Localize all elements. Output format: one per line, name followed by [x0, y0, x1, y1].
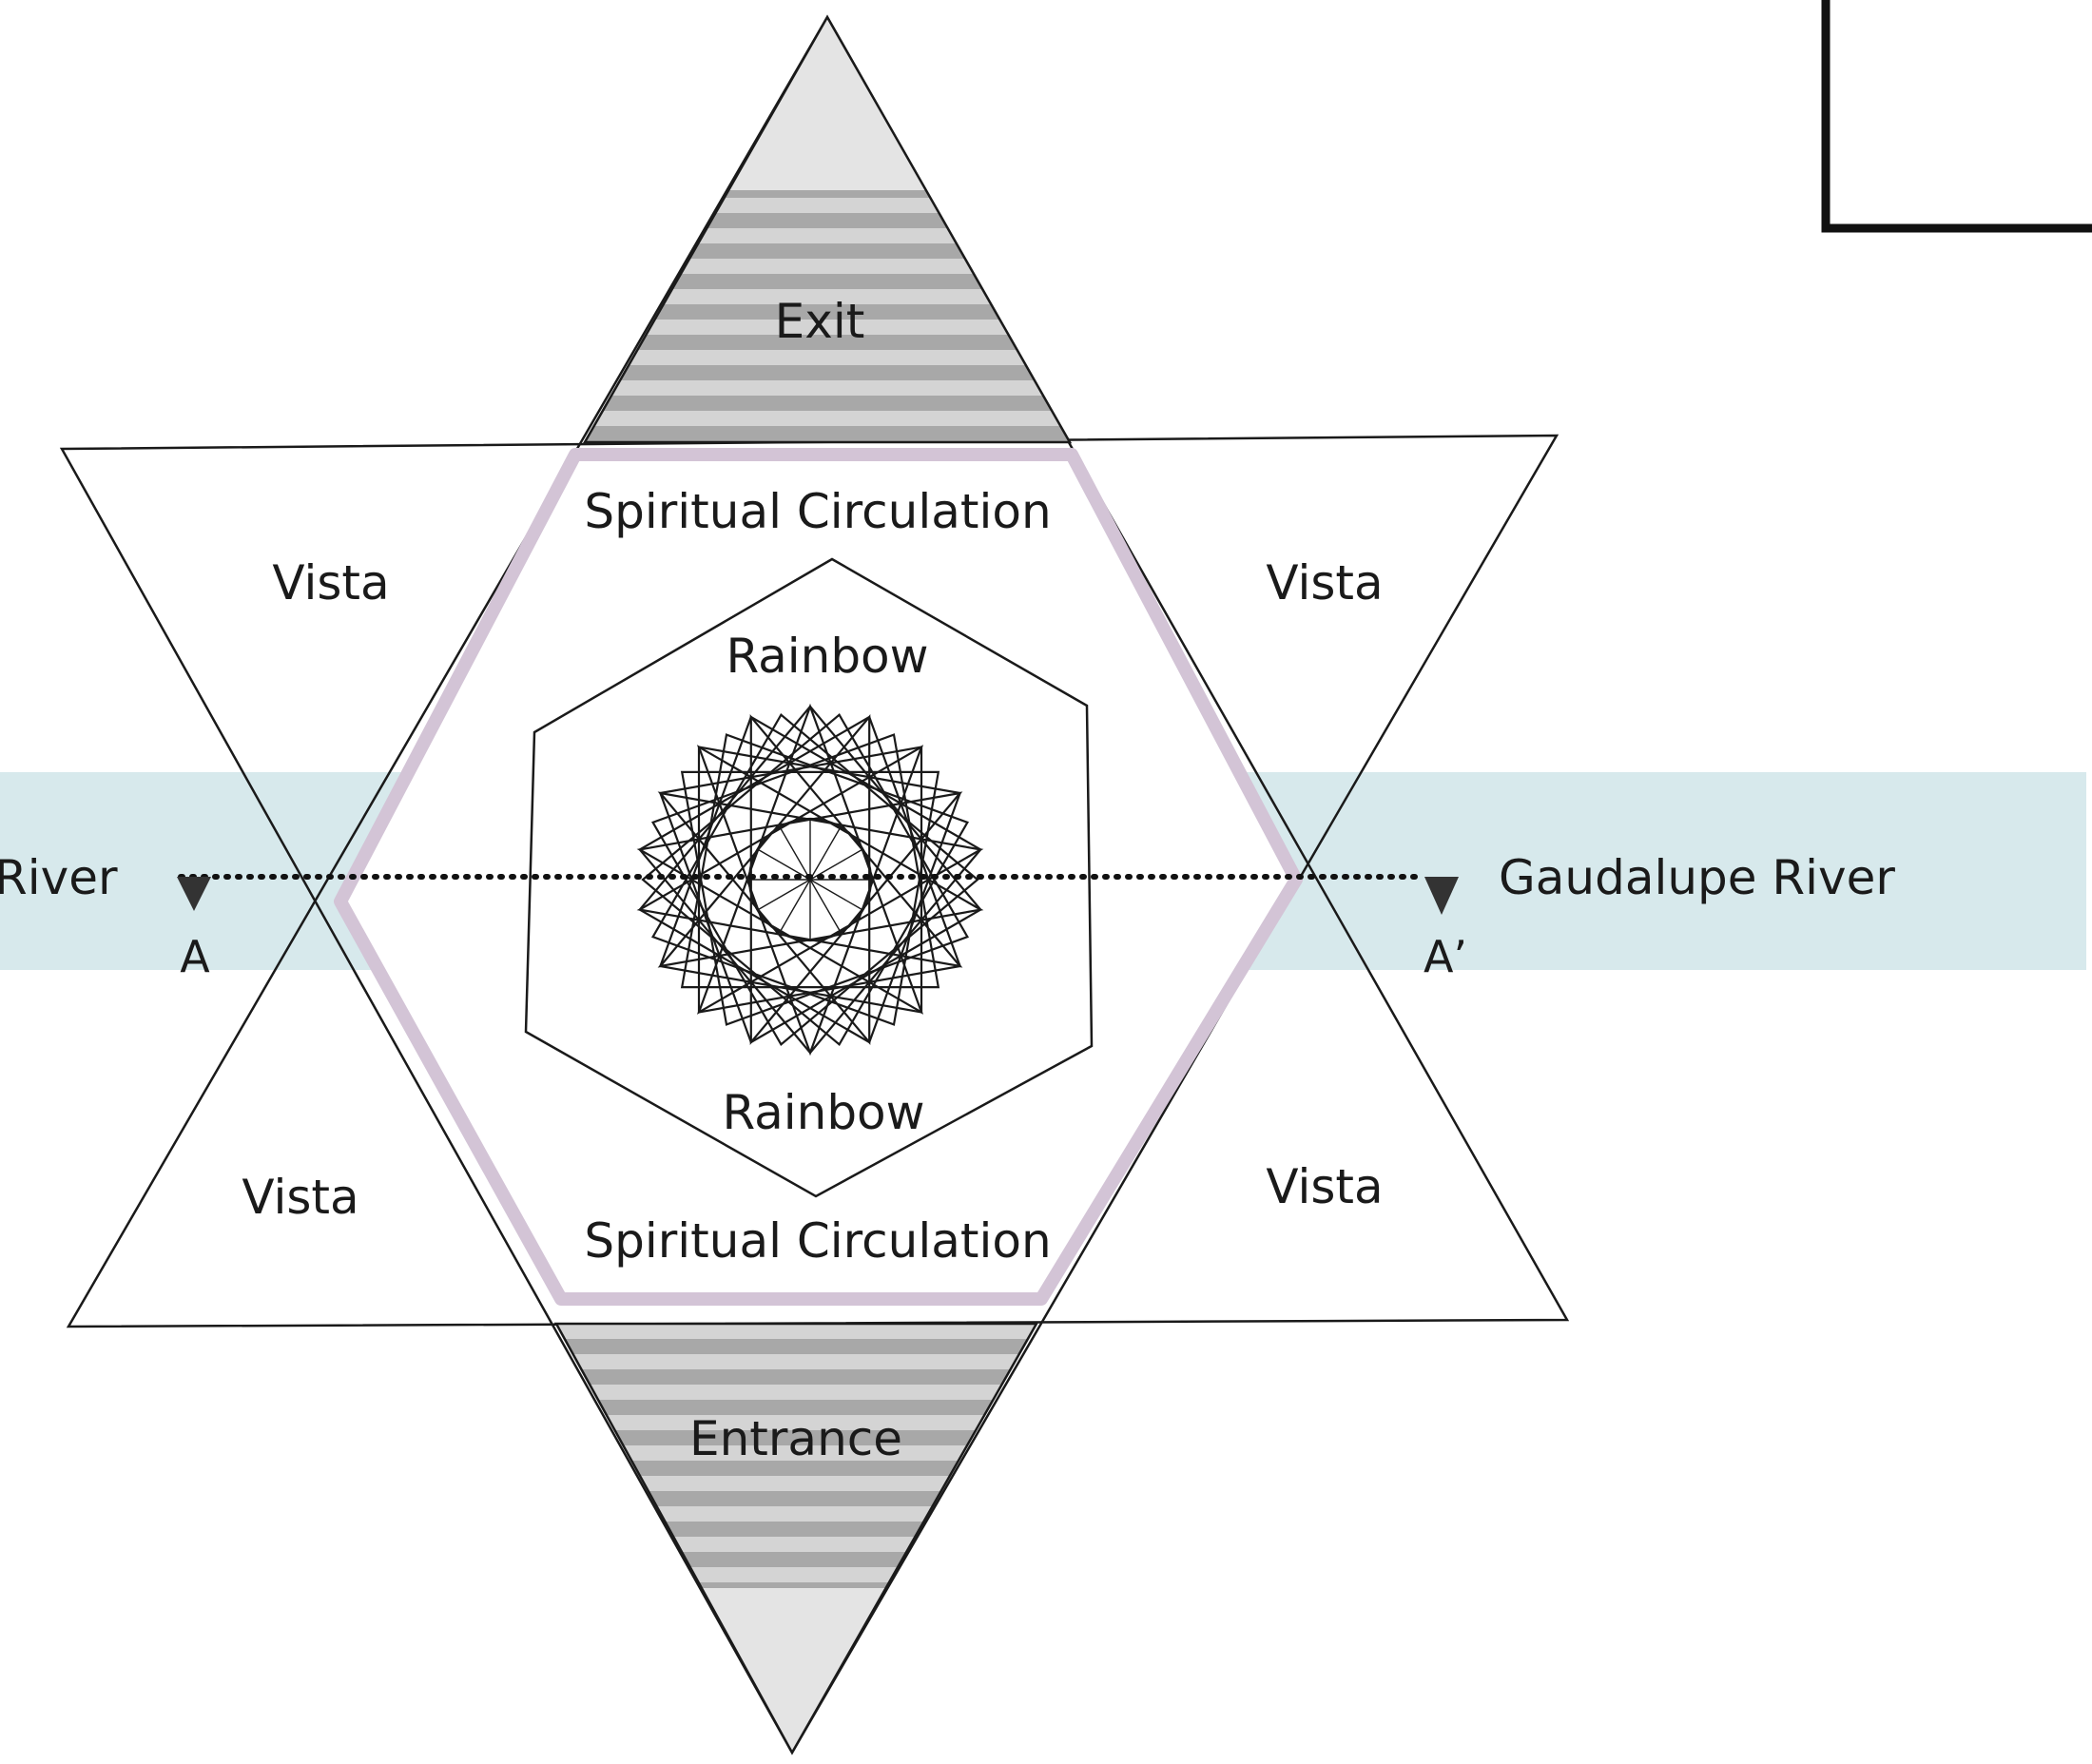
vista-bottom-right-label: Vista: [1266, 1159, 1383, 1214]
spiritual-circulation-bottom-label: Spiritual Circulation: [584, 1213, 1051, 1269]
section-marker-a-icon: [177, 877, 211, 911]
entrance-zone: [553, 1322, 1039, 1755]
rosette-spoke: [757, 848, 811, 881]
exit-zone: [582, 14, 1073, 444]
rosette-spoke: [757, 879, 811, 911]
rainbow-top-label: Rainbow: [726, 629, 928, 684]
vista-bottom-left-label: Vista: [242, 1170, 358, 1225]
entrance-label: Entrance: [689, 1411, 902, 1466]
spiritual-circulation-top-label: Spiritual Circulation: [584, 484, 1051, 539]
rosette-star-line: [641, 713, 979, 1046]
river-right-label: Gaudalupe River: [1499, 850, 1895, 905]
rosette-spoke: [809, 826, 842, 881]
river-left-label: River: [0, 850, 118, 905]
rosette-spoke: [779, 826, 811, 881]
rosette-star-line: [636, 703, 984, 1056]
corner-frame: [1821, 0, 2092, 233]
rosette-spoke: [779, 879, 811, 933]
rosette-spoke: [809, 879, 842, 933]
vista-top-right-label: Vista: [1266, 555, 1383, 611]
rainbow-bottom-label: Rainbow: [722, 1085, 924, 1140]
rosette-spoke: [809, 879, 863, 911]
star-polygon-rosette: [636, 703, 984, 1056]
section-a-prime-label: A’: [1424, 931, 1467, 982]
exit-label: Exit: [775, 294, 865, 349]
section-marker-a-prime-icon: [1424, 877, 1459, 915]
section-a-label: A: [180, 931, 210, 982]
vista-top-left-label: Vista: [272, 555, 389, 611]
